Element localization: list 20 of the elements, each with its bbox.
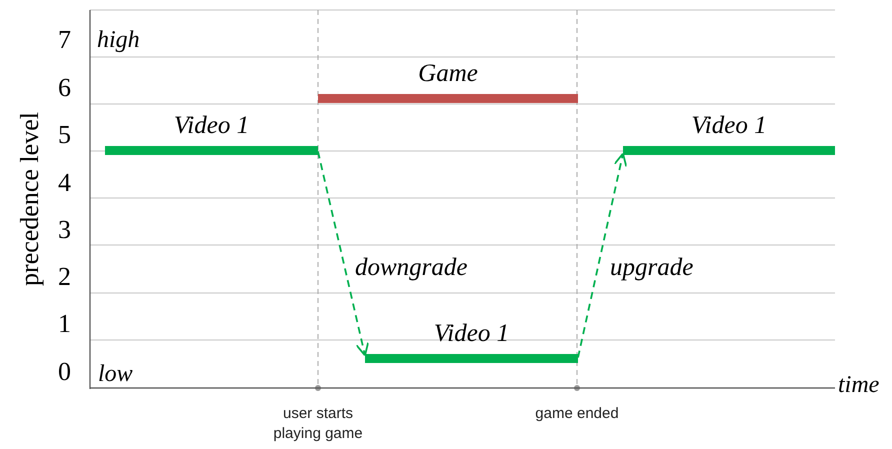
axis-title: precedence level [17,111,43,288]
bar-label: Video 1 [172,111,250,141]
tick-label: 4 [58,170,71,196]
bar-label: Game [417,59,479,89]
tick-label: 7 [58,27,71,53]
tick-label: 5 [58,122,71,148]
bar-label: Video 1 [432,319,510,349]
edge-label: downgrade [355,255,468,280]
axis-title: time [838,373,880,397]
bar-label: Video 1 [690,111,768,141]
tick-label: 2 [58,264,71,290]
tick-label: 6 [58,75,71,101]
edge-label: upgrade [610,255,694,280]
tick-label: 3 [58,217,71,243]
event-label: game ended [534,404,620,424]
event-label: user starts playing game [272,404,364,444]
tick-label: 0 [58,359,71,385]
tick-label: 1 [58,311,71,337]
scale-note: high [97,28,140,52]
scale-note: low [98,362,133,386]
